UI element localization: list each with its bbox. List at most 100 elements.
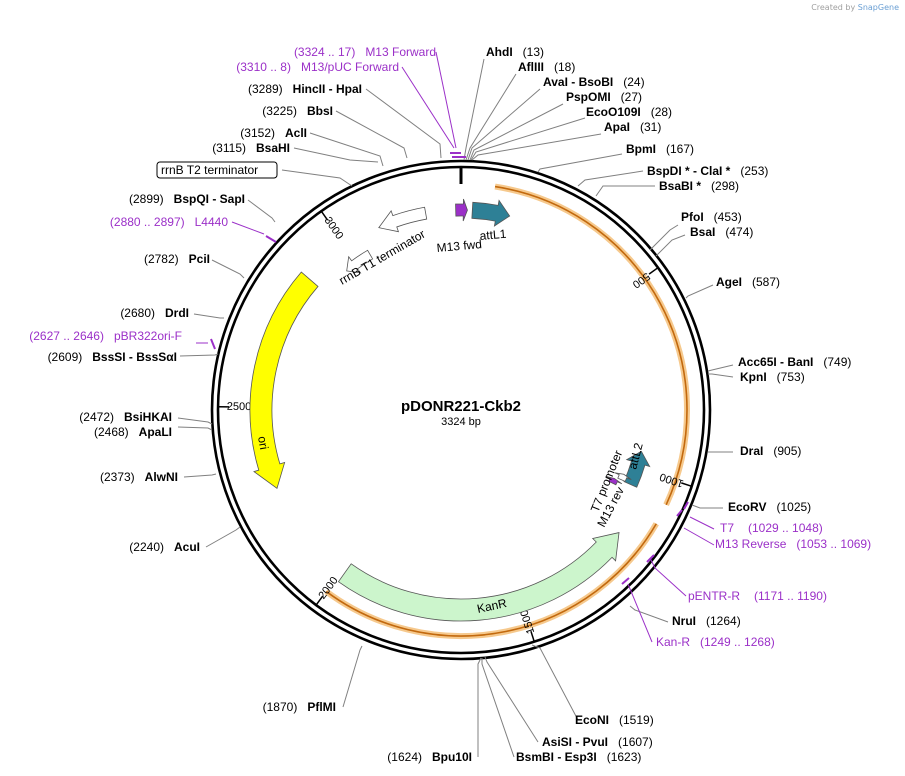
enzyme-pos: (2782)	[144, 252, 179, 266]
enzyme-name: PciI	[189, 252, 210, 266]
enzyme-name: EcoRV	[728, 500, 766, 514]
primer-range: (3324 .. 17)	[294, 45, 355, 59]
enzyme-labels: AhdI(13) AflIII (18) AvaI - BsoBI (24) Psp…	[486, 45, 851, 764]
enzyme-pos: (753)	[777, 370, 805, 384]
primer-name: M13 Forward	[365, 45, 436, 59]
enzyme-pos: (3115)	[212, 141, 246, 155]
enzyme-name: BpmI	[626, 142, 656, 156]
enzyme-name: PspOMI	[566, 90, 611, 104]
primer-range: (1249 .. 1268)	[700, 635, 775, 649]
svg-text:(2899)BspQI - SapI: (2899) BspQI - SapI	[129, 192, 245, 206]
primer-name: Kan-R	[656, 635, 690, 649]
orange-arc-0	[494, 183, 690, 507]
svg-text:(1624)Bpu10I: (1624)Bpu10I	[387, 750, 472, 764]
primer-mark-pentr-r	[646, 554, 655, 563]
enzyme-name: AvaI - BsoBI	[543, 75, 613, 89]
feature-t7-promoter	[614, 472, 632, 482]
svg-text:BsaBI *(298): BsaBI *(298)	[659, 179, 739, 193]
enzyme-pos: (2899)	[129, 192, 164, 206]
svg-text:BpmI(167): BpmI (167)	[626, 142, 694, 156]
enzyme-name: ApaI	[604, 120, 630, 134]
enzyme-pos: (18)	[554, 60, 575, 74]
enzyme-pos: (2472)	[79, 410, 114, 424]
enzyme-pos: (28)	[651, 105, 672, 119]
backbone-rings	[210, 159, 712, 661]
svg-text:(3324 .. 17)M13 Forward: (3324 .. 17) M13 Forward	[294, 45, 436, 59]
svg-text:(2880 .. 2897)L4440: (2880 .. 2897)L4440	[110, 215, 228, 229]
primer-mark-l4440	[265, 235, 277, 243]
primer-range: (1171 .. 1190)	[754, 589, 827, 603]
tick-mark-1500	[530, 630, 535, 642]
feature-ori	[249, 271, 319, 490]
snapgene-credit: Created by SnapGene	[811, 3, 899, 12]
svg-text:AflIII(18): AflIII (18)	[518, 60, 575, 74]
primer-range: (1029 .. 1048)	[748, 521, 823, 535]
enzyme-name: AflIII	[518, 60, 544, 74]
svg-text:(2782)PciI: (2782) PciI	[144, 252, 210, 266]
primer-marks	[210, 152, 689, 585]
enzyme-labels-left: (1624)Bpu10I (1870)PflMI (2240)AcuI (237…	[48, 82, 472, 764]
feature-arrows	[249, 198, 651, 622]
svg-text:PspOMI(27): PspOMI(27)	[566, 90, 642, 104]
tick-label-3000: 3000	[322, 215, 346, 242]
enzyme-pos: (1519)	[619, 713, 654, 727]
primer-mark-kan-r	[621, 577, 630, 585]
svg-text:(3310 .. 8)M13/pUC Forward: (3310 .. 8)M13/pUC Forward	[236, 60, 399, 74]
svg-text:M13 Reverse(1053 .. 1069): M13 Reverse(1053 .. 1069)	[715, 537, 871, 551]
svg-text:DraI(905): DraI(905)	[740, 444, 801, 458]
svg-text:AvaI - BsoBI(24): AvaI - BsoBI (24)	[543, 75, 645, 89]
svg-text:EcoRV(1025): EcoRV(1025)	[728, 500, 811, 514]
svg-text:PfoI(453): PfoI(453)	[681, 210, 742, 224]
feature-label-rrnb-t1: rrnB T1 terminator	[337, 227, 428, 288]
enzyme-pos: (2373)	[100, 470, 135, 484]
svg-text:(2680)DrdI: (2680)DrdI	[120, 306, 189, 320]
enzyme-name: AclI	[285, 126, 307, 140]
orange-feature-arcs	[324, 183, 690, 639]
enzyme-pos: (13)	[523, 45, 544, 59]
tick-mark-2000	[315, 595, 324, 606]
enzyme-name: DrdI	[165, 306, 189, 320]
svg-text:pENTR-R(1171 .. 1190): pENTR-R(1171 .. 1190)	[688, 589, 827, 603]
svg-text:ApaI(31): ApaI(31)	[604, 120, 661, 134]
enzyme-name: BsmBI - Esp3I	[516, 750, 597, 764]
primer-mark-m13-reverse	[676, 509, 683, 517]
svg-text:(2627 .. 2646)pBR322ori-F: (2627 .. 2646)pBR322ori-F	[29, 329, 182, 343]
primer-labels: (3324 .. 17) M13 Forward (3310 .. 8)M13/p…	[29, 45, 871, 649]
svg-text:BsmBI - Esp3I(1623): BsmBI - Esp3I(1623)	[516, 750, 641, 764]
enzyme-name: AcuI	[174, 540, 200, 554]
primer-mark-pbr322ori-f	[210, 338, 216, 350]
enzyme-pos: (1607)	[618, 735, 653, 749]
enzyme-name: BbsI	[307, 104, 333, 118]
svg-text:EcoNI(1519): EcoNI(1519)	[575, 713, 654, 727]
enzyme-pos: (453)	[714, 210, 742, 224]
feature-attl2	[623, 450, 651, 488]
backbone-inner-ring	[216, 165, 706, 655]
primer-range: (2880 .. 2897)	[110, 215, 185, 229]
snapgene-logo: SnapGene	[857, 3, 899, 12]
feature-label-m13-fwd: M13 fwd	[436, 237, 482, 255]
enzyme-pos: (749)	[823, 355, 851, 369]
enzyme-name: AlwNI	[145, 470, 178, 484]
svg-text:NruI(1264): NruI(1264)	[672, 614, 741, 628]
svg-text:(1870)PflMI: (1870)PflMI	[263, 700, 336, 714]
enzyme-name: ApaLI	[139, 425, 172, 439]
svg-text:BspDI * - ClaI *(253): BspDI * - ClaI *(253)	[647, 164, 768, 178]
feature-label-attl1: attL1	[479, 227, 507, 243]
enzyme-pos: (253)	[740, 164, 768, 178]
enzyme-name: BspQI - SapI	[174, 192, 245, 206]
primer-range: (3310 .. 8)	[236, 60, 291, 74]
enzyme-name: KpnI	[740, 370, 767, 384]
svg-text:AhdI(13): AhdI(13)	[486, 45, 544, 59]
svg-text:(3225)BbsI: (3225)BbsI	[262, 104, 333, 118]
svg-text:AsiSI - PvuI(1607): AsiSI - PvuI(1607)	[542, 735, 653, 749]
enzyme-pos: (24)	[623, 75, 644, 89]
enzyme-pos: (905)	[773, 444, 801, 458]
enzyme-pos: (167)	[666, 142, 694, 156]
svg-text:Kan-R(1249 .. 1268): Kan-R (1249 .. 1268)	[656, 635, 775, 649]
svg-text:(3289)HincII - HpaI: (3289)HincII - HpaI	[248, 82, 362, 96]
svg-text:Acc65I - BanI(749): Acc65I - BanI(749)	[738, 355, 851, 369]
enzyme-name: Bpu10I	[432, 750, 472, 764]
svg-text:T7(1029 .. 1048): T7(1029 .. 1048)	[720, 521, 823, 535]
orange-arc-line-1	[325, 523, 657, 637]
